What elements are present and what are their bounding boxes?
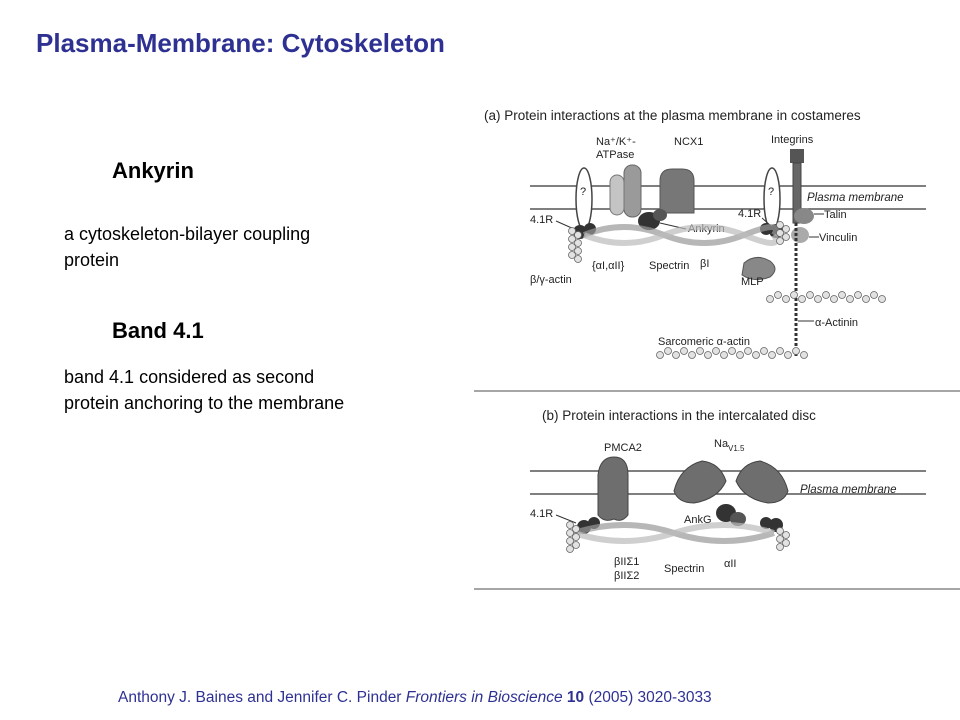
sarcomeric-label: Sarcomeric α-actin xyxy=(658,336,750,348)
unknown-right-label: ? xyxy=(768,186,774,198)
band41-description-line2: protein anchoring to the membrane xyxy=(64,393,345,413)
talin-shape xyxy=(794,208,814,224)
talin-label: Talin xyxy=(824,209,847,221)
figure-svg: (a) Protein interactions at the plasma m… xyxy=(474,108,960,590)
citation: Anthony J. Baines and Jennifer C. Pinder… xyxy=(118,689,712,707)
atpase-label-1: Na⁺/K⁺- xyxy=(596,136,636,148)
beta-i-label: βI xyxy=(700,258,709,270)
citation-authors: Anthony J. Baines and Jennifer C. Pinder xyxy=(118,689,406,706)
unknown-left-label: ? xyxy=(580,186,586,198)
actin-label: β/γ-actin xyxy=(530,274,572,286)
nav-right-lobe xyxy=(735,460,789,504)
slide-title: Plasma-Membrane: Cytoskeleton xyxy=(36,28,445,58)
actin-b-left xyxy=(566,521,580,553)
actin-filament-left xyxy=(568,227,582,263)
band41-description-line1: band 4.1 considered as second xyxy=(64,367,315,387)
sarcomeric-actin-upper xyxy=(766,291,886,303)
citation-journal: Frontiers in Bioscience xyxy=(405,689,563,706)
citation-volume: 10 xyxy=(566,689,585,706)
beta-iisigma1-label: βIIΣ1 xyxy=(614,556,639,568)
ankyrin-description-line2: protein xyxy=(64,250,120,270)
citation-details: (2005) 3020-3033 xyxy=(584,689,712,706)
beta-iisigma2-label: βIIΣ2 xyxy=(614,570,639,582)
panel-a-membrane-label: Plasma membrane xyxy=(807,192,904,204)
actin-b-right xyxy=(776,527,790,551)
spectrin-b-label: Spectrin xyxy=(664,563,704,575)
panel-a: (a) Protein interactions at the plasma m… xyxy=(484,108,926,359)
spectrin-strand-1 xyxy=(582,224,779,246)
actin-filament-right xyxy=(776,221,790,245)
pmca2-shape xyxy=(597,456,629,521)
alpha-actinin-label: α-Actinin xyxy=(815,317,858,329)
alpha-ii-label: αII xyxy=(724,558,736,570)
vinculin-label: Vinculin xyxy=(819,232,857,244)
r41-right-label: 4.1R xyxy=(738,208,761,220)
panel-b: (b) Protein interactions in the intercal… xyxy=(530,408,926,582)
ankg-label: AnkG xyxy=(684,514,712,526)
nav-subscript: V1.5 xyxy=(728,444,745,453)
unknown-protein-right xyxy=(763,167,781,231)
panel-b-membrane-label: Plasma membrane xyxy=(800,484,897,496)
spectrin-isoforms-label: {αI,αII} xyxy=(592,260,625,272)
nav-label: Na xyxy=(714,438,729,450)
mlp-shape xyxy=(741,257,776,281)
ankyrin-description-line1: a cytoskeleton-bilayer coupling xyxy=(64,224,311,244)
sarcomeric-actin-lower xyxy=(656,347,808,359)
band41-heading: Band 4.1 xyxy=(112,318,204,343)
spectrin-a-label: Spectrin xyxy=(649,260,689,272)
r41-b-label: 4.1R xyxy=(530,508,553,520)
integrins-label: Integrins xyxy=(771,134,814,146)
ncx1-shape xyxy=(659,168,695,214)
ankyrin-heading: Ankyrin xyxy=(112,158,194,183)
unknown-protein-left xyxy=(575,167,593,231)
mlp-label: MLP xyxy=(741,276,764,288)
spectrin-strand-2 xyxy=(582,224,779,246)
vinculin-shape xyxy=(791,227,809,243)
panel-a-title: (a) Protein interactions at the plasma m… xyxy=(484,108,861,123)
r41-left-label: 4.1R xyxy=(530,214,553,226)
atpase-alpha-shape xyxy=(623,164,642,218)
panel-b-title: (b) Protein interactions in the intercal… xyxy=(542,408,816,423)
pmca2-label: PMCA2 xyxy=(604,442,642,454)
ncx1-label: NCX1 xyxy=(674,136,703,148)
atpase-beta-shape xyxy=(609,174,625,216)
spectrin-b-strand-2 xyxy=(573,522,775,544)
atpase-label-2: ATPase xyxy=(596,149,634,161)
nav-left-lobe xyxy=(673,460,727,504)
protein-interaction-figure: (a) Protein interactions at the plasma m… xyxy=(474,95,960,595)
